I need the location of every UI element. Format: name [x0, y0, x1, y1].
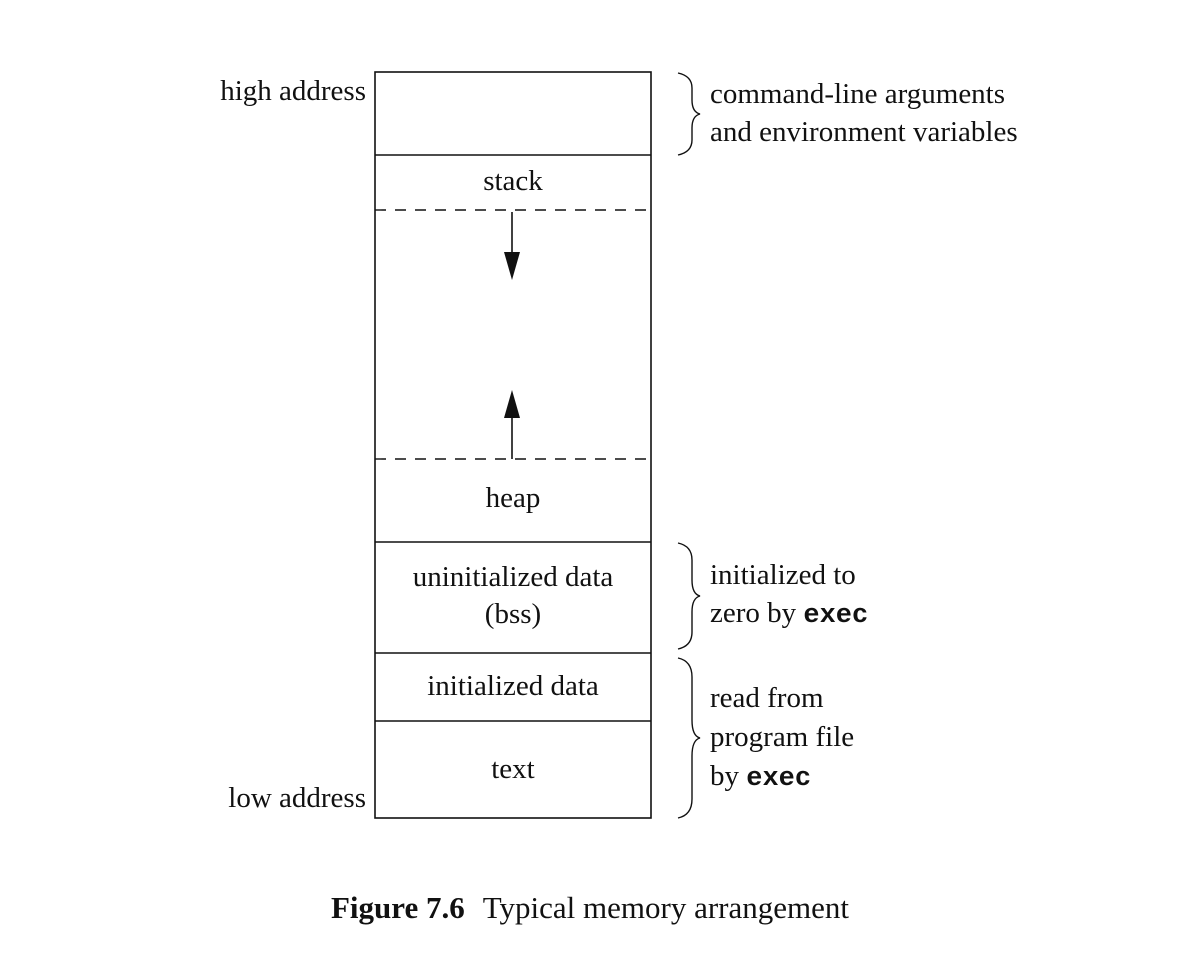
- bss-segment-label-line1: uninitialized data: [412, 561, 614, 593]
- program-file-annotation-line2: program file: [710, 721, 855, 753]
- stack-growth-arrow: [504, 212, 520, 280]
- figure-caption: Figure 7.6 Typical memory arrangement: [0, 890, 1180, 926]
- bss-annotation-line2: zero by exec: [710, 599, 868, 630]
- stack-segment-label: stack: [483, 165, 543, 197]
- program-file-annotation-line3: by exec: [710, 762, 811, 793]
- bss-annotation-line1: initialized to: [710, 559, 856, 591]
- program-file-annotation-prefix: by: [710, 760, 747, 792]
- bss-brace: [677, 542, 701, 650]
- memory-column-outline: [374, 71, 652, 819]
- figure-number: Figure 7.6: [331, 890, 465, 925]
- low-address-label: low address: [228, 782, 366, 814]
- program-file-brace: [677, 657, 701, 819]
- bss-segment-label-line2: (bss): [484, 598, 542, 630]
- heap-growth-arrow: [504, 390, 520, 459]
- args-annotation-line2: and environment variables: [710, 116, 1018, 148]
- program-file-annotation-line1: read from: [710, 682, 824, 714]
- args-brace: [677, 72, 701, 156]
- program-file-annotation-exec-code: exec: [746, 764, 812, 794]
- figure-title: Typical memory arrangement: [482, 890, 849, 925]
- text-segment-label: text: [491, 753, 535, 785]
- high-address-label: high address: [220, 75, 366, 107]
- heap-segment-label: heap: [485, 482, 541, 514]
- args-annotation-line1: command-line arguments: [710, 78, 1006, 110]
- initialized-data-segment-label: initialized data: [427, 670, 599, 702]
- bss-annotation-exec-code: exec: [803, 601, 869, 631]
- bss-annotation-prefix: zero by: [710, 597, 804, 629]
